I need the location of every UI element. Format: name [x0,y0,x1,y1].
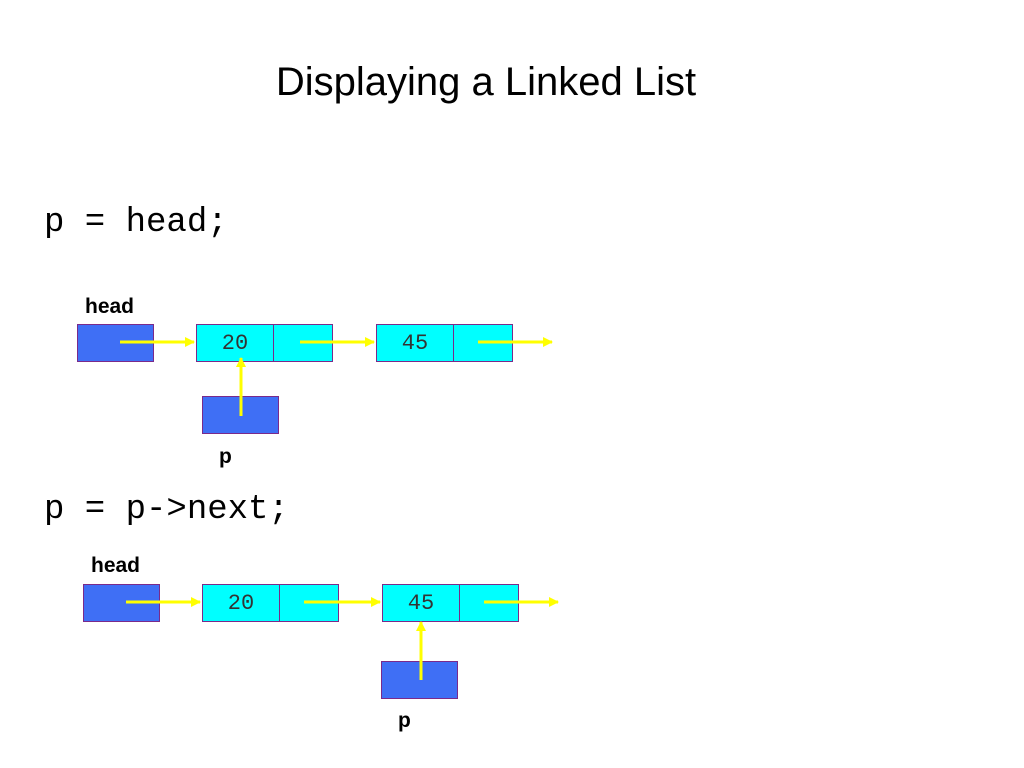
code-line-1: p = head; [44,204,228,242]
node-1-data-cell-step1: 20 [196,324,274,362]
node-2-next-cell-step2 [459,584,519,622]
p-pointer-box-1 [202,396,279,434]
node-1-next-cell-step2 [279,584,339,622]
p-label-1: p [219,445,232,468]
head-pointer-box-2 [83,584,160,622]
node-2-next-cell-step1 [453,324,513,362]
node-2-data-cell-step1: 45 [376,324,454,362]
slide-title: Displaying a Linked List [275,60,697,104]
code-line-2: p = p->next; [44,491,289,529]
node-1-data-cell-step2: 20 [202,584,280,622]
node-2-data-cell-step2: 45 [382,584,460,622]
head-label-2: head [91,554,141,577]
head-label-1: head [85,295,135,318]
p-pointer-box-2 [381,661,458,699]
head-pointer-box-1 [77,324,154,362]
node-1-next-cell-step1 [273,324,333,362]
p-label-2: p [398,709,411,732]
